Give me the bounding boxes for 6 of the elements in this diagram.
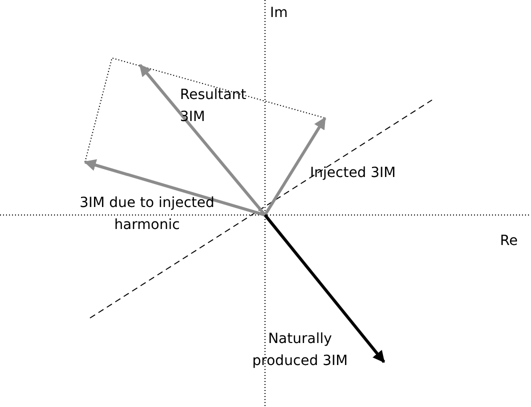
vector-label: Resultant 3IM — [180, 86, 248, 127]
vector-label: Naturally produced 3IM — [251, 330, 349, 371]
vector-label: Injected 3IM — [310, 164, 397, 183]
axis-label: Im — [270, 4, 289, 23]
axis-label: Re — [500, 232, 519, 251]
vector-label: 3IM due to injected harmonic — [78, 194, 216, 235]
